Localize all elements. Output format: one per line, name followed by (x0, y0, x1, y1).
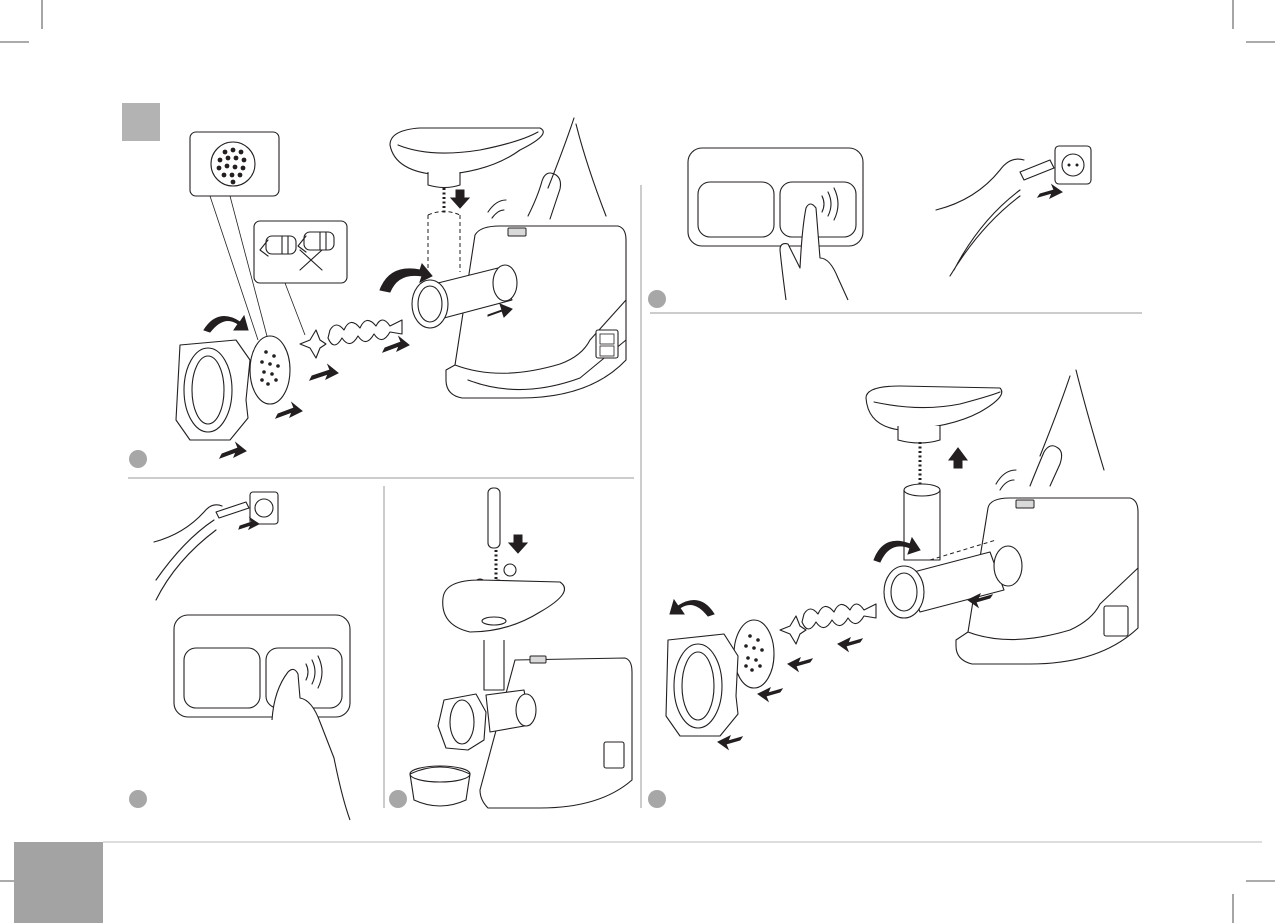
operate-illustration (410, 488, 632, 808)
disassembly-illustration (666, 370, 1138, 749)
assembly-illustration (176, 118, 626, 458)
unplug-illustration (154, 492, 350, 820)
power-button-illustration (688, 146, 1091, 300)
